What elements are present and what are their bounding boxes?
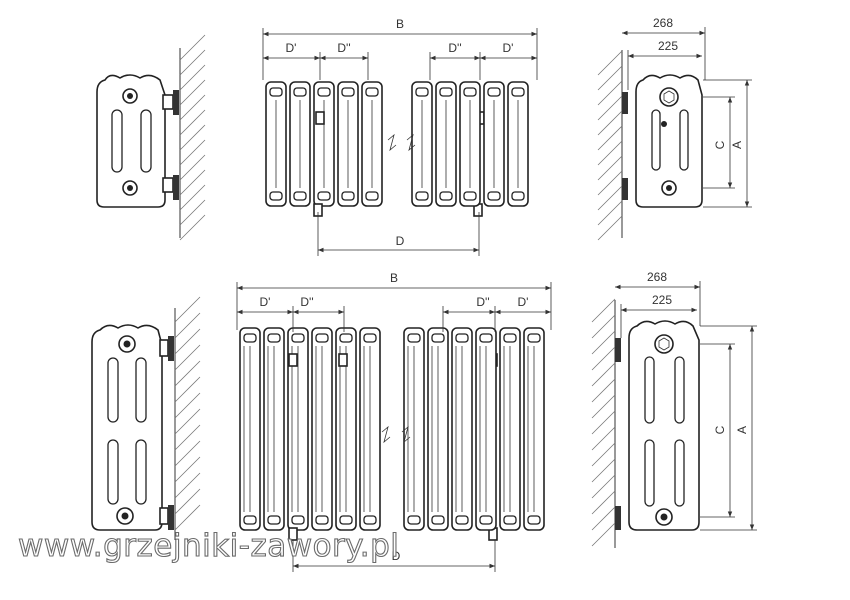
radiator-section — [361, 81, 383, 207]
radiator-section — [311, 327, 333, 531]
bottom-dim-D1-left: D' — [260, 295, 271, 309]
bottom-dim-D2-left: D'' — [300, 295, 313, 309]
top-dim-D1-right: D' — [503, 41, 514, 55]
valve-tab — [338, 353, 348, 367]
valve-tab — [315, 111, 325, 125]
top-dim-D2-right: D'' — [448, 41, 461, 55]
top-dim-D1-left: D' — [286, 41, 297, 55]
top-right-wall-hatch — [597, 50, 623, 241]
radiator-section — [337, 81, 359, 207]
bottom-left-wall-hatch — [174, 296, 201, 540]
top-left-wall-hatch — [179, 34, 206, 241]
top-dim-268: 268 — [653, 16, 673, 30]
bottom-right-wall-hatch — [591, 298, 616, 548]
radiator-section — [359, 327, 381, 531]
bottom-dim-C: C — [713, 425, 727, 434]
radiator-section — [451, 327, 473, 531]
bottom-right-side-view: 268 225 C A — [591, 270, 757, 548]
radiator-section — [403, 327, 425, 531]
top-dim-C: C — [713, 140, 727, 149]
bottom-side-view — [91, 296, 201, 540]
bottom-dim-D1-right: D' — [518, 295, 529, 309]
radiator-section — [313, 81, 335, 207]
top-dim-D-label: D — [396, 234, 405, 248]
radiator-section — [459, 81, 481, 207]
bottom-front-view: B D' D'' D'' D' D — [236, 271, 552, 572]
radiator-section — [335, 327, 357, 531]
radiator-section — [287, 327, 309, 531]
top-dim-A: A — [730, 141, 744, 149]
watermark-text: www.grzejniki-zawory.pl — [18, 528, 399, 564]
radiator-section — [265, 81, 287, 207]
bottom-dim-268: 268 — [647, 270, 667, 284]
top-side-view — [96, 34, 206, 241]
radiator-section — [435, 81, 457, 207]
top-dim-B-label: B — [396, 17, 404, 31]
radiator-section — [523, 327, 545, 531]
top-right-sections — [411, 81, 529, 207]
top-dim-225: 225 — [658, 39, 678, 53]
radiator-section — [499, 327, 521, 531]
top-left-sections — [265, 81, 485, 217]
bottom-dim-D-label: D — [392, 549, 401, 563]
radiator-section — [411, 81, 433, 207]
bottom-left-sections — [239, 327, 498, 541]
radiator-section — [483, 81, 505, 207]
radiator-section — [427, 327, 449, 531]
bottom-dim-225: 225 — [652, 293, 672, 307]
valve-tab — [288, 353, 298, 367]
top-dim-D2-left: D'' — [337, 41, 350, 55]
bottom-right-sections — [403, 327, 545, 531]
top-right-side-view: 268 225 C A — [597, 16, 752, 241]
radiator-section — [289, 81, 311, 207]
radiator-section — [239, 327, 261, 531]
radiator-section — [475, 327, 497, 531]
bottom-dim-A: A — [735, 426, 749, 434]
bottom-dim-B-label: B — [390, 271, 398, 285]
radiator-section — [507, 81, 529, 207]
radiator-section — [263, 327, 285, 531]
bottom-dim-D2-right: D'' — [476, 295, 489, 309]
top-front-view: B D' D'' D'' D' D — [262, 17, 538, 256]
